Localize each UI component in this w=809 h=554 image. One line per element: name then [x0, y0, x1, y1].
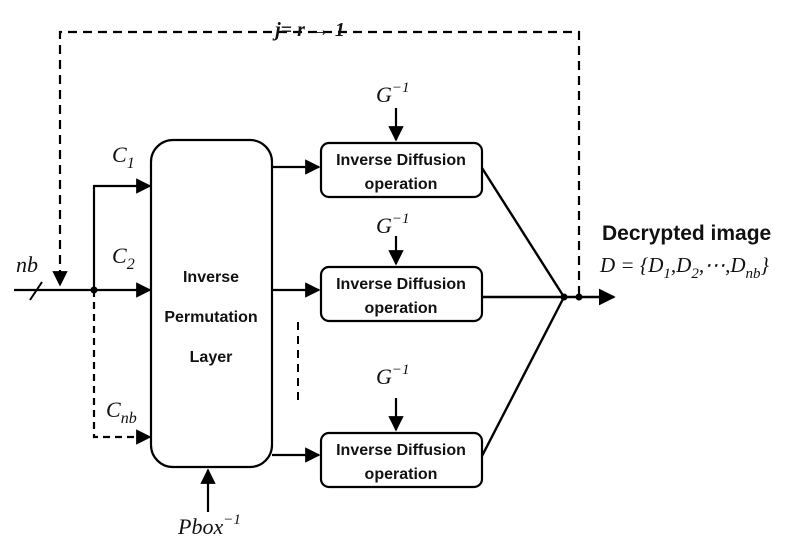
branch-c1-line	[92, 178, 152, 290]
svg-text:operation: operation	[365, 466, 438, 483]
svg-text:G−1: G−1	[376, 211, 410, 238]
g-inverse-label-2: G−1	[376, 211, 410, 238]
output-title: Decrypted image	[602, 222, 771, 245]
feedback-loop-line	[52, 30, 581, 295]
input-label-cnb: Cnb	[106, 397, 137, 427]
svg-text:G−1: G−1	[376, 80, 410, 107]
input-label: nb	[16, 252, 38, 277]
permutation-line1: Inverse	[183, 269, 239, 286]
svg-text:Inverse Diffusion: Inverse Diffusion	[336, 152, 466, 169]
permutation-line2: Permutation	[164, 309, 257, 326]
bus-slash	[29, 281, 43, 301]
output-formula: D = {D1,D2,⋯,Dnb}	[599, 253, 770, 282]
inverse-diffusion-block-1: Inverse Diffusion operation	[319, 141, 484, 199]
svg-text:Inverse Diffusion: Inverse Diffusion	[336, 442, 466, 459]
svg-text:operation: operation	[365, 176, 438, 193]
svg-text:D = {D1,D2,⋯,Dnb}: D = {D1,D2,⋯,Dnb}	[599, 253, 770, 282]
permutation-line3: Layer	[190, 349, 233, 366]
inverse-diffusion-block-2: Inverse Diffusion operation	[319, 265, 484, 323]
input-label-c2: C2	[112, 243, 135, 273]
svg-text:C1: C1	[112, 142, 135, 172]
svg-text:Inverse Diffusion: Inverse Diffusion	[336, 276, 466, 293]
diffusion-out-3	[480, 296, 566, 457]
branch-cnb-line	[92, 290, 152, 445]
diffusion-out-1	[480, 167, 566, 298]
pbox-label: Pbox−1	[177, 512, 241, 539]
svg-text:Pbox−1: Pbox−1	[177, 512, 241, 539]
svg-text:C2: C2	[112, 243, 135, 273]
inverse-permutation-block	[149, 138, 274, 469]
loop-label: j= r → 1	[272, 19, 345, 41]
svg-text:Cnb: Cnb	[106, 397, 137, 427]
input-label-c1: C1	[112, 142, 135, 172]
g-inverse-label-1: G−1	[376, 80, 410, 107]
svg-text:G−1: G−1	[376, 362, 410, 389]
g-inverse-label-3: G−1	[376, 362, 410, 389]
svg-text:operation: operation	[365, 300, 438, 317]
inverse-diffusion-block-3: Inverse Diffusion operation	[319, 431, 484, 489]
